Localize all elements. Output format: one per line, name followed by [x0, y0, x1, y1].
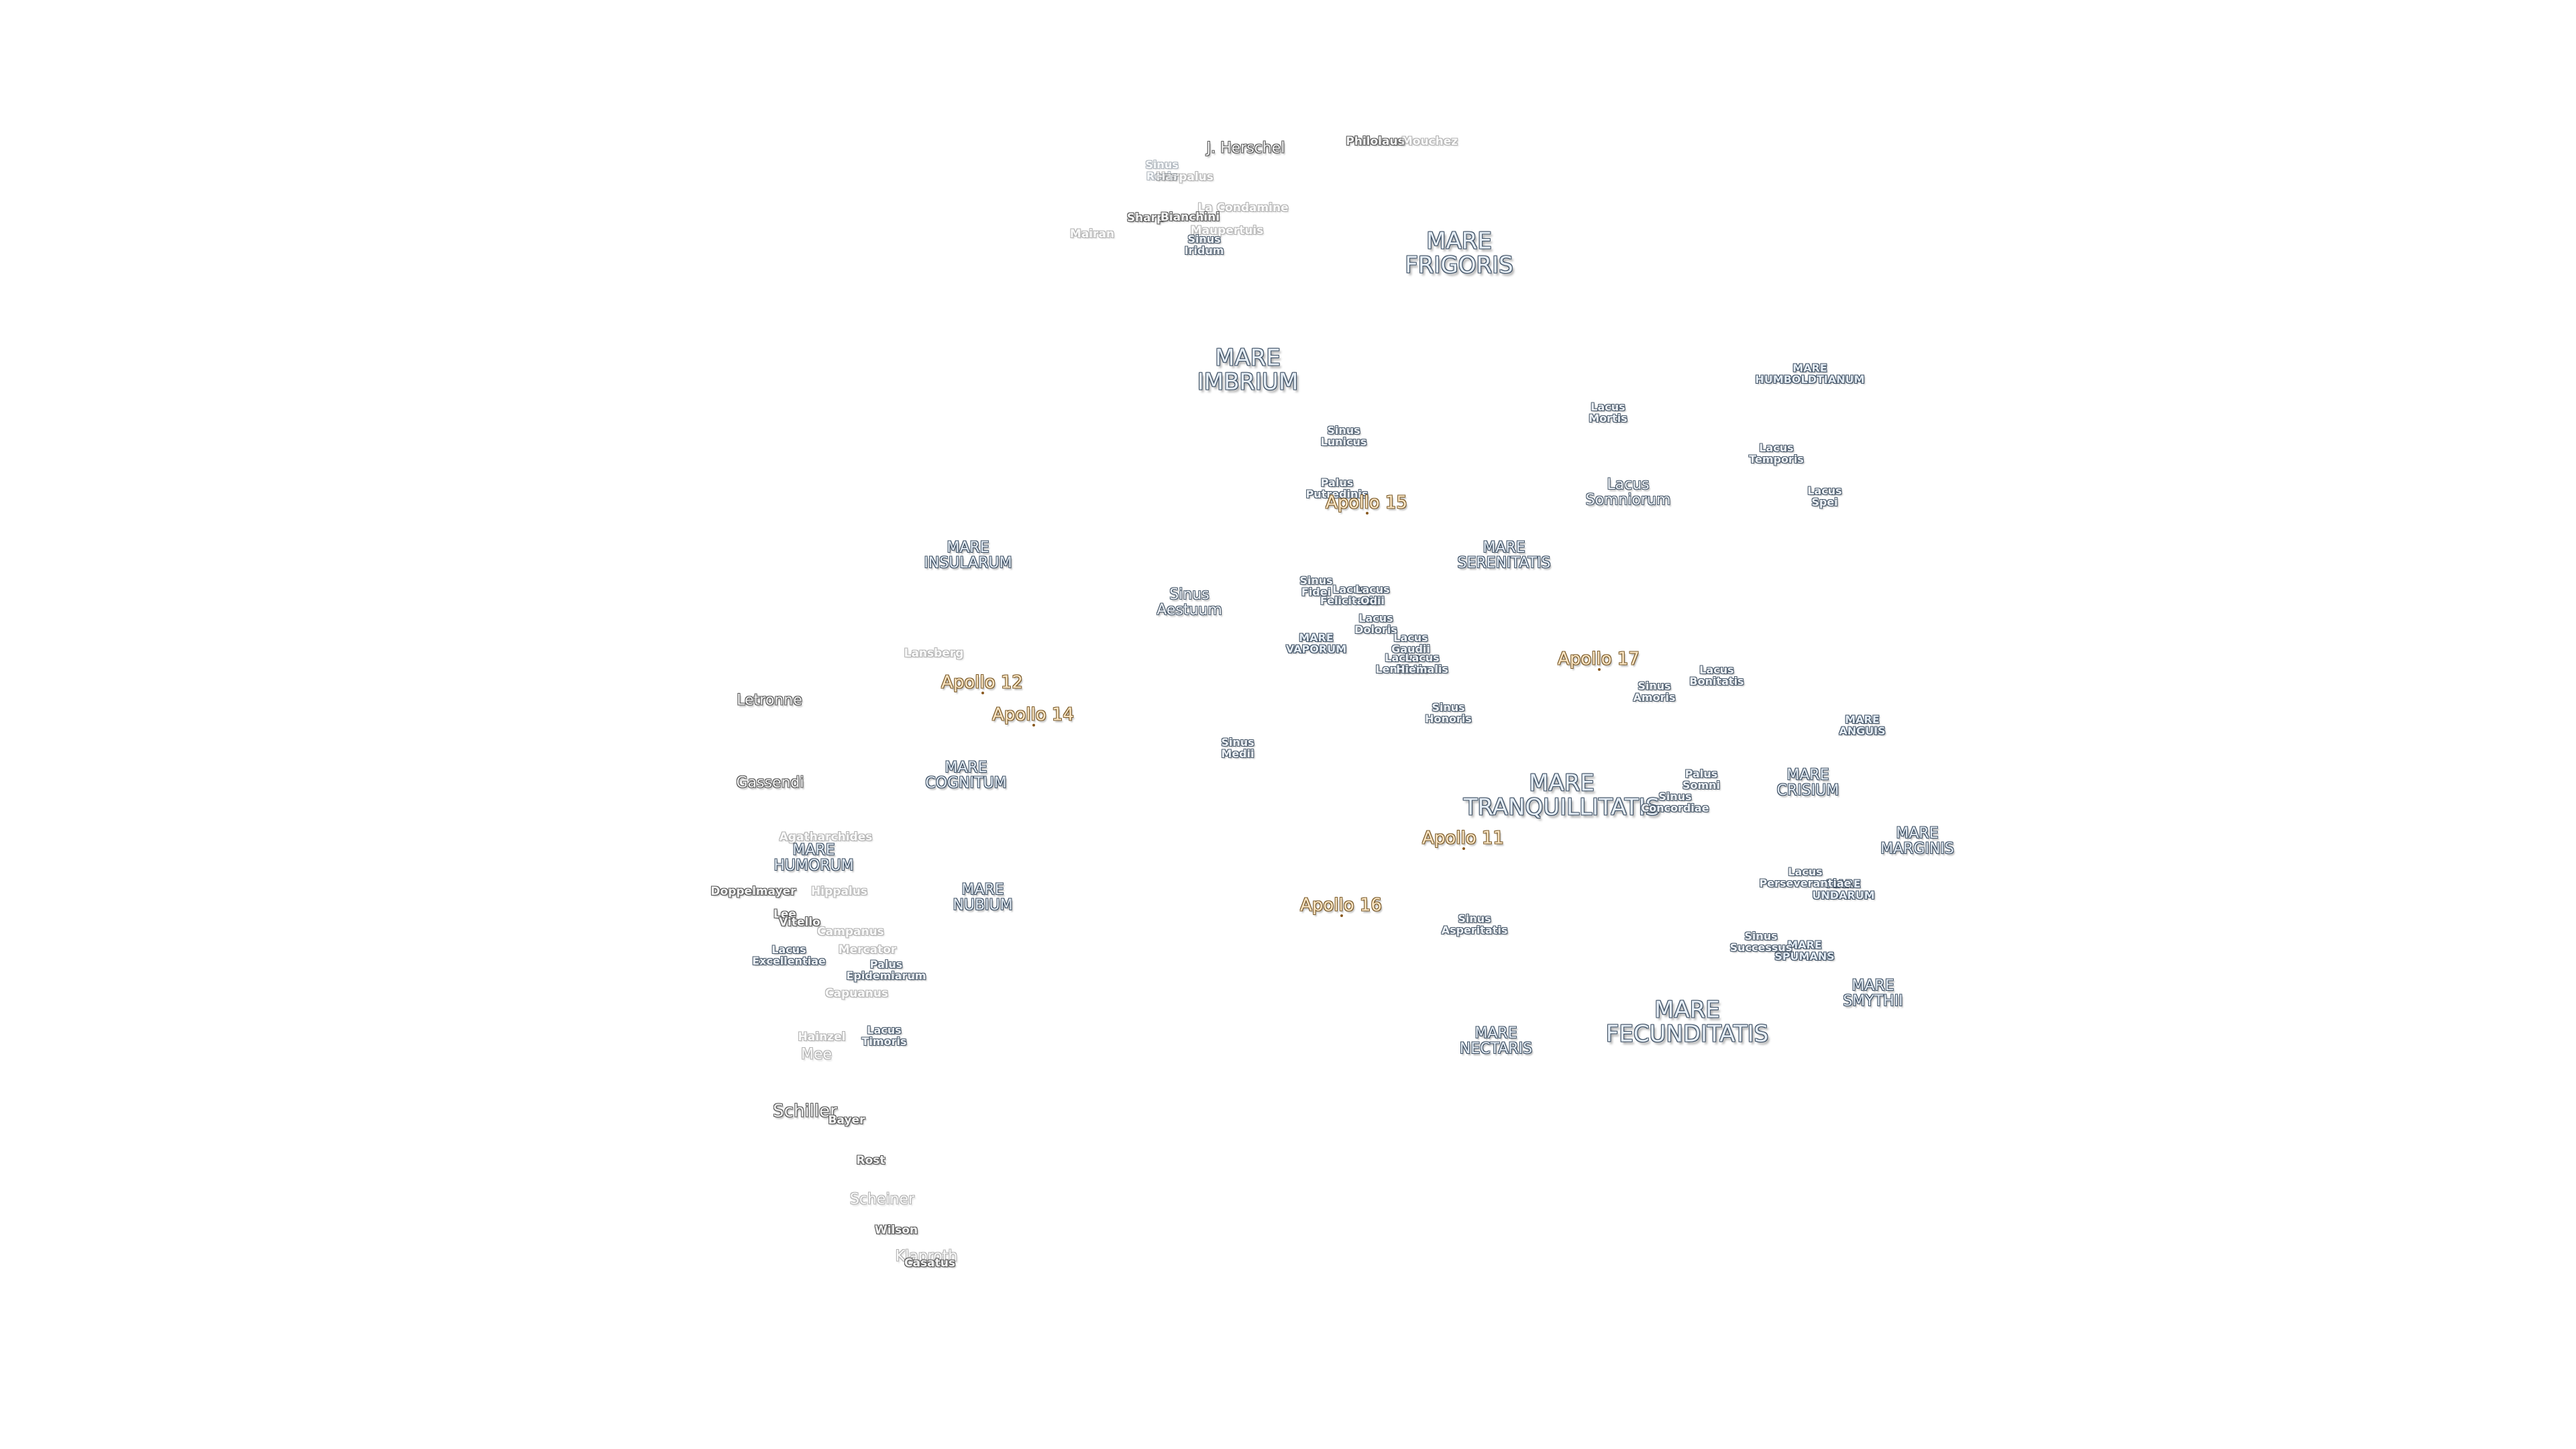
lacus-bonitatis-label[interactable]: Lacus Bonitatis	[1689, 663, 1744, 688]
crater-vitello-label[interactable]: Vitello	[779, 916, 820, 930]
crater-mouchez-label[interactable]: Mouchez	[1401, 135, 1458, 149]
lacus-doloris-label[interactable]: Lacus Doloris	[1354, 612, 1397, 636]
apollo-16-label[interactable]: Apollo 16	[1300, 895, 1382, 916]
palus-putredinis-label[interactable]: Palus Putredinis	[1305, 476, 1368, 500]
crater-wilson-label[interactable]: Wilson	[874, 1224, 918, 1238]
apollo-12-site-marker[interactable]	[981, 692, 984, 694]
mare-tranquillitatis-label[interactable]: MARE TRANQUILLITATIS	[1463, 769, 1660, 820]
crater-casatus-label[interactable]: Casatus	[904, 1256, 955, 1271]
crater-la-condamine-label[interactable]: La Condamine	[1197, 201, 1289, 215]
mare-crisium-label[interactable]: MARE CRISIUM	[1776, 766, 1839, 799]
crater-scheiner-label[interactable]: Scheiner	[849, 1191, 915, 1208]
mare-cognitum-label[interactable]: MARE COGNITUM	[925, 759, 1007, 792]
sinus-successus-label[interactable]: Sinus Successus	[1729, 930, 1792, 954]
sinus-fidei-label[interactable]: Sinus Fidei	[1299, 574, 1333, 598]
crater-sharp-label[interactable]: Sharp	[1126, 211, 1165, 225]
sinus-roris-label[interactable]: Sinus Roris	[1145, 158, 1179, 182]
mare-frigoris-label[interactable]: MARE FRIGORIS	[1405, 227, 1513, 278]
lacus-timoris-label[interactable]: Lacus Timoris	[861, 1024, 907, 1048]
mare-humboldtianum-label[interactable]: MARE HUMBOLDTIANUM	[1755, 362, 1865, 386]
crater-j-herschel-label[interactable]: J. Herschel	[1206, 140, 1285, 157]
sinus-aestuum-label[interactable]: Sinus Aestuum	[1157, 586, 1222, 619]
lacus-lenitatis-label[interactable]: Lacus Lenitatis	[1375, 651, 1429, 676]
apollo-11-label[interactable]: Apollo 11	[1422, 828, 1504, 849]
mare-insularum-label[interactable]: MARE INSULARUM	[924, 539, 1012, 572]
crater-rost-label[interactable]: Rost	[856, 1154, 885, 1168]
lacus-spei-label[interactable]: Lacus Spei	[1807, 484, 1842, 508]
mare-humorum-label[interactable]: MARE HUMORUM	[773, 841, 854, 874]
crater-lee-label[interactable]: Lee	[773, 908, 796, 922]
mare-fecunditatis-label[interactable]: MARE FECUNDITATIS	[1605, 996, 1769, 1047]
crater-lansberg-label[interactable]: Lansberg	[904, 647, 964, 661]
crater-philolaus-label[interactable]: Philolaus	[1346, 135, 1405, 149]
lacus-perseverantiae-label[interactable]: Lacus Perseverantiae	[1759, 865, 1851, 890]
crater-harpalus-label[interactable]: Harpalus	[1156, 170, 1214, 184]
crater-hippalus-label[interactable]: Hippalus	[811, 885, 867, 899]
lacus-felicitatis-label[interactable]: Lacus Felicitatis	[1320, 583, 1380, 607]
crater-doppelmayer-label[interactable]: Doppelmayer	[710, 885, 796, 899]
crater-mercator-label[interactable]: Mercator	[838, 943, 897, 957]
sinus-amoris-label[interactable]: Sinus Amoris	[1633, 680, 1676, 704]
mare-anguis-label[interactable]: MARE ANGUIS	[1839, 713, 1886, 737]
sinus-lunicus-label[interactable]: Sinus Lunicus	[1320, 424, 1367, 448]
mare-spumans-label[interactable]: MARE SPUMANS	[1774, 938, 1835, 963]
crater-mee-label[interactable]: Mee	[800, 1046, 833, 1063]
apollo-17-label[interactable]: Apollo 17	[1558, 649, 1640, 669]
sinus-concordiae-label[interactable]: Sinus Concordiae	[1641, 790, 1709, 814]
lacus-temporis-label[interactable]: Lacus Temporis	[1749, 441, 1804, 466]
crater-schiller-label[interactable]: Schiller	[773, 1101, 837, 1122]
crater-letronne-label[interactable]: Letronne	[737, 692, 802, 709]
apollo-15-site-marker[interactable]	[1366, 512, 1368, 515]
crater-campanus-label[interactable]: Campanus	[817, 925, 884, 939]
lacus-odii-label[interactable]: Lacus Odii	[1355, 583, 1390, 607]
apollo-12-label[interactable]: Apollo 12	[941, 672, 1023, 693]
mare-nectaris-label[interactable]: MARE NECTARIS	[1459, 1024, 1533, 1057]
crater-bayer-label[interactable]: Bayer	[828, 1114, 865, 1128]
mare-imbrium-label[interactable]: MARE IMBRIUM	[1197, 344, 1299, 395]
mare-undarum-label[interactable]: MARE UNDARUM	[1812, 877, 1875, 902]
crater-maupertuis-label[interactable]: Maupertuis	[1190, 224, 1264, 238]
lacus-excellentiae-label[interactable]: Lacus Excellentiae	[752, 943, 826, 967]
mare-marginis-label[interactable]: MARE MARGINIS	[1880, 824, 1954, 857]
sinus-honoris-label[interactable]: Sinus Honoris	[1425, 701, 1472, 725]
mare-vaporum-label[interactable]: MARE VAPORUM	[1285, 631, 1347, 655]
mare-serenitatis-label[interactable]: MARE SERENITATIS	[1457, 539, 1551, 572]
apollo-16-site-marker[interactable]	[1340, 914, 1343, 917]
crater-bianchini-label[interactable]: Bianchini	[1160, 211, 1220, 225]
apollo-17-site-marker[interactable]	[1598, 668, 1601, 671]
sinus-medii-label[interactable]: Sinus Medii	[1221, 736, 1254, 760]
apollo-14-site-marker[interactable]	[1032, 724, 1035, 727]
lacus-mortis-label[interactable]: Lacus Mortis	[1589, 400, 1627, 425]
lacus-somniorum-label[interactable]: Lacus Somniorum	[1585, 476, 1671, 508]
mare-nubium-label[interactable]: MARE NUBIUM	[953, 881, 1013, 914]
crater-agatharchides-label[interactable]: Agatharchides	[779, 830, 873, 845]
palus-epidemiarum-label[interactable]: Palus Epidemiarum	[846, 958, 926, 982]
crater-mairan-label[interactable]: Mairan	[1069, 227, 1115, 241]
mare-smythii-label[interactable]: MARE SMYTHII	[1843, 977, 1903, 1010]
palus-somni-label[interactable]: Palus Somni	[1682, 767, 1721, 792]
sinus-asperitatis-label[interactable]: Sinus Asperitatis	[1441, 912, 1508, 936]
apollo-14-label[interactable]: Apollo 14	[992, 704, 1074, 725]
sinus-iridum-label[interactable]: Sinus Iridum	[1184, 233, 1224, 257]
crater-capuanus-label[interactable]: Capuanus	[824, 987, 889, 1001]
lacus-gaudii-label[interactable]: Lacus Gaudii	[1391, 631, 1430, 655]
apollo-15-label[interactable]: Apollo 15	[1326, 492, 1407, 513]
crater-hainzel-label[interactable]: Hainzel	[798, 1030, 846, 1044]
lacus-hiemalis-label[interactable]: Lacus Hiemalis	[1396, 651, 1448, 676]
crater-klaproth-label[interactable]: Klaproth	[895, 1248, 958, 1265]
crater-gassendi-label[interactable]: Gassendi	[736, 774, 804, 792]
apollo-11-site-marker[interactable]	[1462, 847, 1465, 850]
